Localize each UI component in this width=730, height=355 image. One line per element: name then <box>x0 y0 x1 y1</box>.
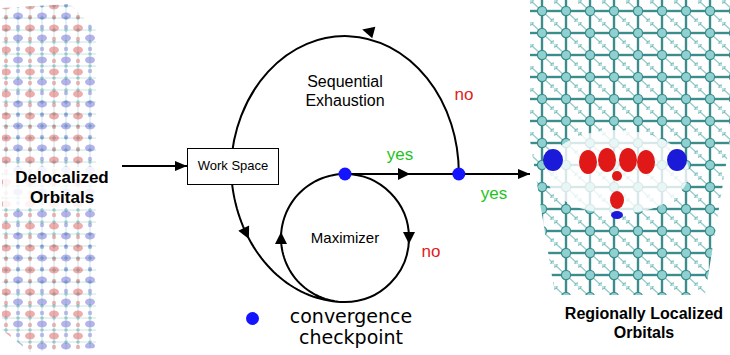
label-holder: no <box>455 85 474 105</box>
orbital-lobe <box>619 148 637 172</box>
orbital-lobe <box>543 149 563 171</box>
label-holder: yes <box>481 184 507 204</box>
label-holder: yes <box>387 145 413 165</box>
orbital-lobe <box>598 148 616 172</box>
illustration-node: Delocalized Orbitals <box>2 5 122 350</box>
vacancy-region <box>545 130 689 214</box>
checkpoint-dot <box>339 168 352 181</box>
checkpoint-dot <box>452 168 465 181</box>
branch-label: no <box>422 242 441 262</box>
orbital-lobe <box>637 150 655 174</box>
orbital-lobe <box>611 211 623 219</box>
legend-holder: convergence checkpoint <box>261 306 441 348</box>
node-text: Work Space <box>198 158 269 174</box>
legend-text: convergence checkpoint <box>261 306 441 348</box>
orbital-lobe <box>610 191 624 209</box>
branch-label: no <box>455 85 474 105</box>
orbital-lobe <box>612 171 622 181</box>
node-text: Regionally Localized Orbitals <box>564 304 724 342</box>
branch-label: yes <box>387 145 413 165</box>
flow-connector <box>232 174 530 302</box>
loop-label: Maximizer <box>311 229 379 247</box>
label-holder: no <box>422 242 441 262</box>
orbital-lobe <box>579 150 597 174</box>
label-holder: Maximizer <box>311 229 379 247</box>
lattice-front <box>530 0 730 295</box>
localized-lattice-art <box>530 0 730 300</box>
loop-label: Sequential Exhaustion <box>290 72 400 110</box>
loop-arrowhead <box>361 24 376 39</box>
node-text: Delocalized Orbitals <box>3 167 121 208</box>
orbital-lobe <box>667 149 687 171</box>
flow-connector <box>122 165 187 167</box>
illustration-node: Regionally Localized Orbitals <box>530 0 728 350</box>
legend-swatch <box>246 312 259 325</box>
label-holder: Sequential Exhaustion <box>290 72 400 110</box>
loop-arrowhead <box>403 232 415 244</box>
process-box: Work Space <box>187 148 279 185</box>
branch-label: yes <box>481 184 507 204</box>
lattice-back <box>530 0 730 295</box>
